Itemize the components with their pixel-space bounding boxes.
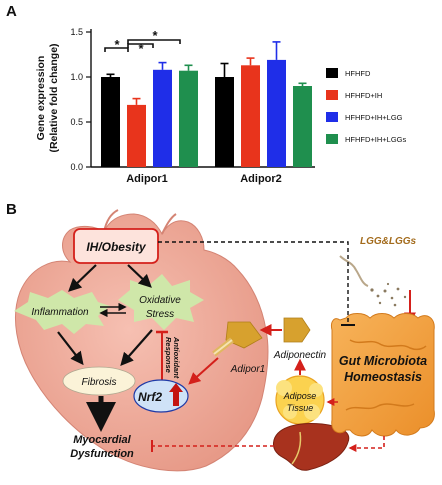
adipose-label-line1: Adipose — [283, 391, 317, 401]
arrow-oxidative-to-fibrosis — [120, 329, 153, 366]
category-label-adipor2: Adipor2 — [240, 173, 282, 185]
antioxidant-label-line2: Response — [164, 337, 173, 373]
arrow-inflammation-to-fibrosis — [57, 331, 84, 366]
heart-pathway-arrows — [57, 264, 153, 432]
ih-obesity-label: IH/Obesity — [86, 240, 147, 254]
adipose-tissue-icon — [275, 375, 325, 425]
antioxidant-inhibition: Antioxidant Response — [156, 330, 181, 380]
antioxidant-label-line1: Antioxidant — [172, 336, 181, 379]
arrow-ih-to-oxidative — [127, 264, 152, 288]
significance-star-2: * — [138, 41, 144, 56]
y-tick-label: 0.5 — [70, 117, 83, 127]
bracket-ih-vs-lgg — [127, 43, 154, 48]
category-label-adipor1: Adipor1 — [126, 173, 168, 185]
chart-legend: HFHFD HFHFD+IH HFHFD+IH+LGG HFHFD+IH+LGG… — [326, 68, 407, 144]
adipose-label-line2: Tissue — [287, 403, 313, 413]
bar-adipor2-1 — [241, 65, 260, 167]
legend-label-lgg: HFHFD+IH+LGG — [345, 113, 403, 122]
panel-b-label: B — [6, 201, 17, 218]
bar-adipor2-0 — [215, 77, 234, 167]
bar-adipor1-3 — [179, 70, 198, 167]
bars-group — [101, 41, 312, 167]
dashed-arrow-gut-to-liver — [348, 436, 385, 452]
oxidative-stress-burst — [118, 274, 204, 330]
dashed-inhibit-ih-to-gut — [158, 241, 349, 325]
legend-label-hfhfd: HFHFD — [345, 69, 371, 78]
bar-adipor1-2 — [153, 69, 172, 167]
adiponectin-label: Adiponectin — [273, 350, 327, 361]
inflammation-label: Inflammation — [31, 307, 89, 318]
oxidative-stress-label-line1: Oxidative — [139, 295, 181, 306]
bar-adipor2-3 — [293, 86, 312, 167]
significance-star-3: * — [152, 28, 158, 43]
bar-adipor1-1 — [127, 104, 146, 167]
myocardial-label-line1: Myocardial — [73, 434, 131, 446]
gut-intestine-icon — [331, 313, 435, 437]
gut-label-line1: Gut Microbiota — [339, 354, 427, 368]
legend-swatch-lggs — [326, 134, 338, 144]
liver-icon — [273, 423, 350, 471]
significance-brackets: * * * — [104, 28, 181, 56]
legend-swatch-lgg — [326, 112, 338, 122]
bar-chart: 0.0 0.5 1.0 1.5 Gene expression (Relative f… — [35, 27, 407, 185]
y-axis-ticks: 0.0 0.5 1.0 1.5 — [70, 27, 91, 172]
y-tick-label: 0.0 — [70, 162, 83, 172]
y-tick-label: 1.5 — [70, 27, 83, 37]
probiotic-sachet-icon — [339, 255, 407, 307]
bar-adipor2-2 — [267, 59, 286, 167]
lgg-label: LGG&LGGs — [360, 236, 417, 247]
myocardial-label-line2: Dysfunction — [70, 448, 134, 460]
significance-star-1: * — [114, 37, 120, 52]
bracket-ih-vs-lggs — [127, 39, 181, 44]
panel-a-label: A — [6, 3, 17, 20]
legend-swatch-ih — [326, 90, 338, 100]
arrow-ih-to-inflammation — [68, 264, 97, 292]
nrf2-label: Nrf2 — [138, 390, 162, 404]
nrf2-up-arrow-icon — [169, 383, 183, 406]
inflammation-burst — [14, 290, 110, 334]
gut-label-line2: Homeostasis — [344, 370, 422, 384]
legend-swatch-hfhfd — [326, 68, 338, 78]
bar-adipor1-0 — [101, 77, 120, 167]
legend-label-ih: HFHFD+IH — [345, 91, 382, 100]
adiponectin-molecule-icon — [283, 317, 311, 343]
arrow-adipor1-to-nrf2 — [188, 357, 219, 385]
bracket-hfhfd-vs-ih — [104, 47, 129, 52]
fibrosis-ellipse — [62, 366, 136, 396]
ih-obesity-box — [73, 228, 159, 264]
y-axis-title-line2: (Relative fold change) — [48, 43, 60, 152]
legend-label-lggs: HFHFD+IH+LGGs — [345, 135, 407, 144]
adipor1-label: Adipor1 — [230, 364, 265, 375]
y-tick-label: 1.0 — [70, 72, 83, 82]
fibrosis-label: Fibrosis — [81, 377, 116, 388]
oxidative-stress-label-line2: Stress — [146, 309, 174, 320]
y-axis-title-line1: Gene expression — [35, 56, 47, 141]
adipor1-receptor-icon — [212, 321, 263, 357]
